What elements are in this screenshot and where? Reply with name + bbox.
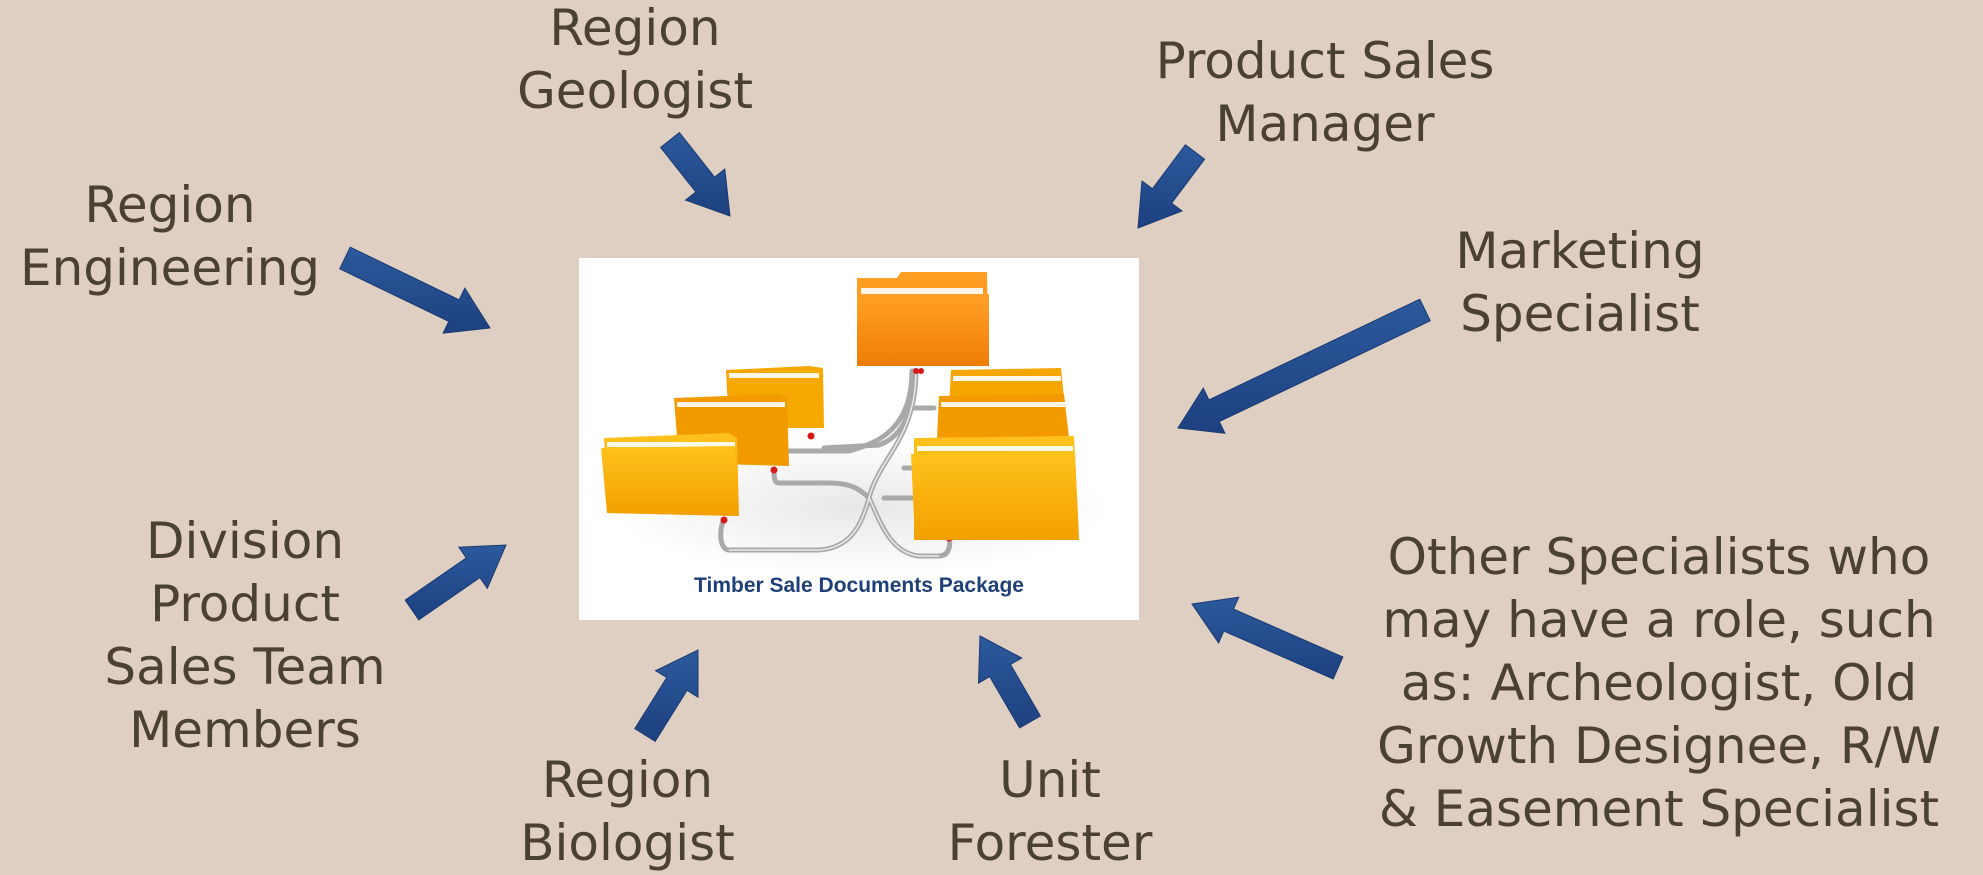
label-region-engineering: Region Engineering xyxy=(20,176,320,297)
arrow-from-region-engineering xyxy=(339,246,491,334)
folder-icon xyxy=(601,433,739,516)
label-other-specialists: Other Specialists who may have a role, s… xyxy=(1377,528,1941,838)
folder-icon xyxy=(937,394,1069,438)
folder-icon xyxy=(857,272,989,366)
arrow-from-marketing-specialist xyxy=(1177,298,1431,434)
package-caption: Timber Sale Documents Package xyxy=(694,574,1024,597)
label-unit-forester: Unit Forester xyxy=(947,751,1153,872)
label-product-sales-manager: Product Sales Manager xyxy=(1155,32,1495,153)
documents-package-image: Timber Sale Documents Package xyxy=(579,258,1139,620)
arrow-from-unit-forester xyxy=(977,635,1042,729)
label-region-geologist: Region Geologist xyxy=(517,0,753,120)
arrow-from-region-biologist xyxy=(634,649,699,742)
arrow-from-product-sales-manager xyxy=(1137,144,1206,229)
label-division-product-sales-team: Division Product Sales Team Members xyxy=(104,512,386,759)
arrow-from-region-geologist xyxy=(659,131,731,217)
folder-icon xyxy=(911,436,1079,540)
label-marketing-specialist: Marketing Specialist xyxy=(1455,222,1705,343)
folder-network-illustration xyxy=(601,272,1109,578)
arrow-from-other-specialists xyxy=(1191,596,1344,680)
arrow-from-division-product-sales xyxy=(404,544,507,621)
label-region-biologist: Region Biologist xyxy=(520,751,735,872)
